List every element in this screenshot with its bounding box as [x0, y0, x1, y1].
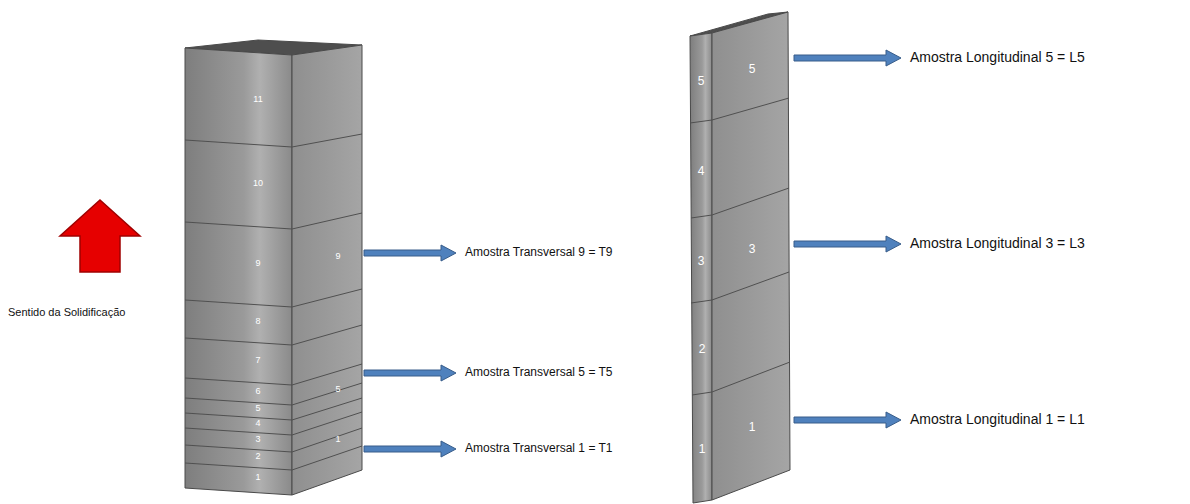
segment-number: 1 — [335, 435, 340, 445]
leader-arrows — [364, 245, 456, 457]
segment-number: 5 — [698, 75, 705, 88]
segment-number: 10 — [253, 179, 263, 189]
sample-label: Amostra Transversal 5 = T5 — [465, 366, 613, 379]
segment-number: 11 — [253, 95, 262, 105]
segment-number: 3 — [255, 435, 260, 445]
segment-number: 1 — [255, 473, 260, 483]
segment-number: 4 — [698, 165, 705, 178]
segment-number: 8 — [255, 317, 260, 327]
sample-label: Amostra Longitudinal 3 = L3 — [910, 236, 1085, 251]
sample-label: Amostra Transversal 9 = T9 — [465, 246, 613, 259]
segment-number: 3 — [749, 243, 756, 256]
segment-number: 4 — [255, 419, 260, 429]
transverse-block — [185, 40, 362, 495]
longitudinal-slab — [690, 12, 790, 503]
segment-number: 5 — [335, 385, 340, 395]
leader-arrows — [794, 50, 901, 428]
segment-number: 5 — [749, 63, 756, 76]
segment-number: 7 — [255, 356, 260, 366]
segment-number: 3 — [698, 255, 705, 268]
sample-label: Amostra Transversal 1 = T1 — [465, 442, 613, 455]
segment-number: 1 — [699, 443, 706, 456]
segment-number: 5 — [255, 404, 260, 414]
segment-number: 9 — [335, 252, 340, 262]
segment-number: 6 — [255, 387, 260, 397]
sample-label: Amostra Longitudinal 1 = L1 — [910, 412, 1085, 427]
segment-number: 2 — [699, 343, 706, 356]
segment-number: 9 — [255, 259, 260, 269]
sample-label: Amostra Longitudinal 5 = L5 — [910, 50, 1085, 65]
segment-number: 1 — [749, 421, 756, 434]
solidification-arrow — [60, 200, 140, 272]
segment-number: 2 — [255, 452, 260, 462]
direction-label: Sentido da Solidificação — [8, 306, 125, 318]
